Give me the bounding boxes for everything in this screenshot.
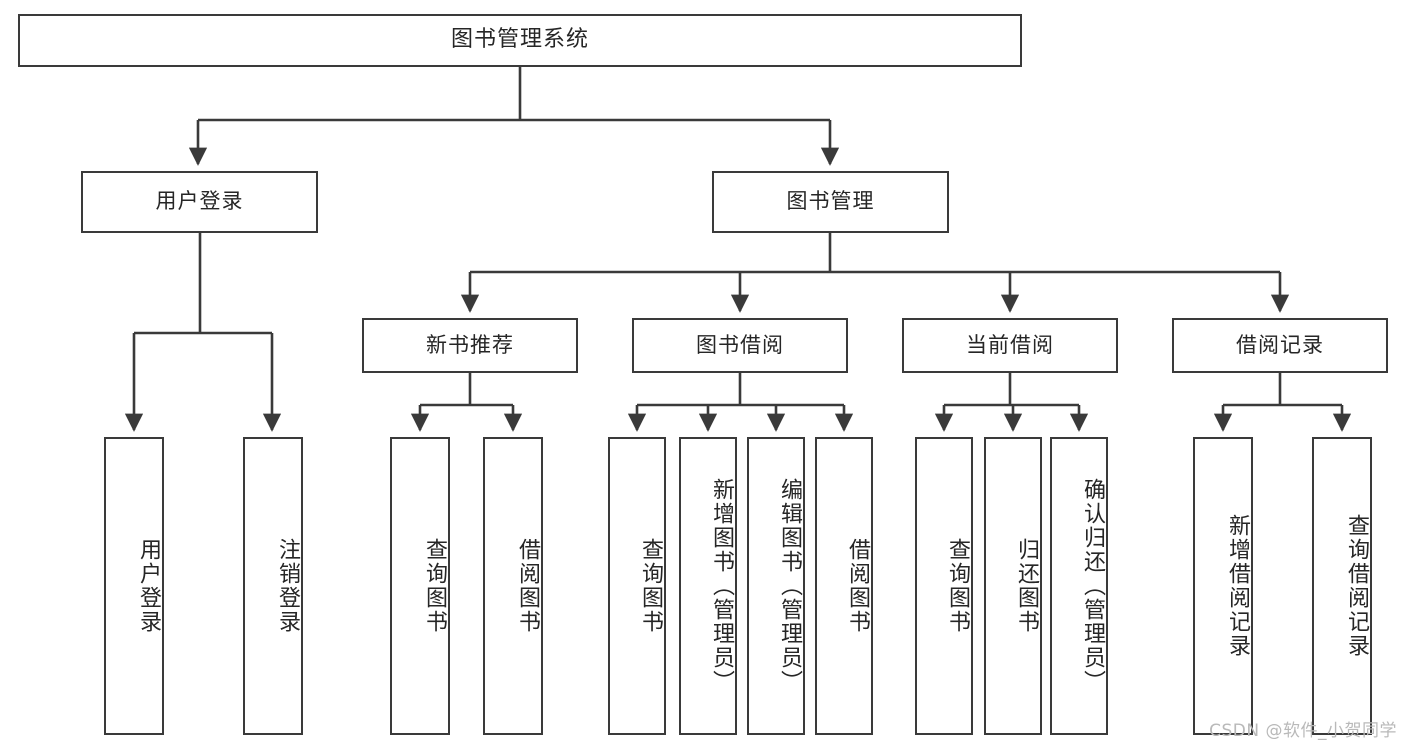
node-label: 查询图书 bbox=[422, 538, 447, 634]
node-level3-2[interactable]: 图书借阅 bbox=[632, 318, 848, 373]
node-level2-1[interactable]: 用户登录 bbox=[81, 171, 318, 233]
node-leaf-3[interactable]: 查询图书 bbox=[390, 437, 450, 735]
node-leaf-12[interactable]: 新增借阅记录 bbox=[1193, 437, 1253, 735]
node-label: 确认归还（管理员） bbox=[1080, 478, 1105, 694]
node-label: 新增图书（管理员） bbox=[709, 478, 734, 694]
node-leaf-2[interactable]: 注销登录 bbox=[243, 437, 303, 735]
node-label: 用户登录 bbox=[155, 189, 244, 214]
node-label: 用户登录 bbox=[136, 538, 161, 634]
node-level3-3[interactable]: 当前借阅 bbox=[902, 318, 1118, 373]
node-label: 图书管理 bbox=[786, 189, 875, 214]
node-leaf-6[interactable]: 新增图书（管理员） bbox=[679, 437, 737, 735]
node-leaf-13[interactable]: 查询借阅记录 bbox=[1312, 437, 1372, 735]
node-label: 编辑图书（管理员） bbox=[777, 478, 802, 694]
node-label: 新书推荐 bbox=[426, 332, 514, 357]
node-leaf-7[interactable]: 编辑图书（管理员） bbox=[747, 437, 805, 735]
node-label: 查询借阅记录 bbox=[1344, 514, 1369, 658]
node-label: 归还图书 bbox=[1014, 538, 1039, 634]
node-leaf-1[interactable]: 用户登录 bbox=[104, 437, 164, 735]
node-level3-4[interactable]: 借阅记录 bbox=[1172, 318, 1388, 373]
node-label: 图书借阅 bbox=[696, 332, 784, 357]
node-leaf-11[interactable]: 确认归还（管理员） bbox=[1050, 437, 1108, 735]
node-label: 新增借阅记录 bbox=[1225, 514, 1250, 658]
node-level3-1[interactable]: 新书推荐 bbox=[362, 318, 578, 373]
node-level2-2[interactable]: 图书管理 bbox=[712, 171, 949, 233]
node-label: 注销登录 bbox=[275, 538, 300, 634]
node-label: 查询图书 bbox=[945, 538, 970, 634]
node-label: 当前借阅 bbox=[966, 332, 1054, 357]
node-label: 借阅图书 bbox=[845, 538, 870, 634]
node-leaf-9[interactable]: 查询图书 bbox=[915, 437, 973, 735]
node-leaf-10[interactable]: 归还图书 bbox=[984, 437, 1042, 735]
node-label: 借阅图书 bbox=[515, 538, 540, 634]
csdn-watermark: CSDN @软件_小贺同学 bbox=[1209, 721, 1397, 741]
node-label: 图书管理系统 bbox=[450, 27, 589, 53]
node-leaf-4[interactable]: 借阅图书 bbox=[483, 437, 543, 735]
node-label: 借阅记录 bbox=[1236, 332, 1324, 357]
node-label: 查询图书 bbox=[638, 538, 663, 634]
node-leaf-8[interactable]: 借阅图书 bbox=[815, 437, 873, 735]
node-root[interactable]: 图书管理系统 bbox=[18, 14, 1022, 67]
node-leaf-5[interactable]: 查询图书 bbox=[608, 437, 666, 735]
